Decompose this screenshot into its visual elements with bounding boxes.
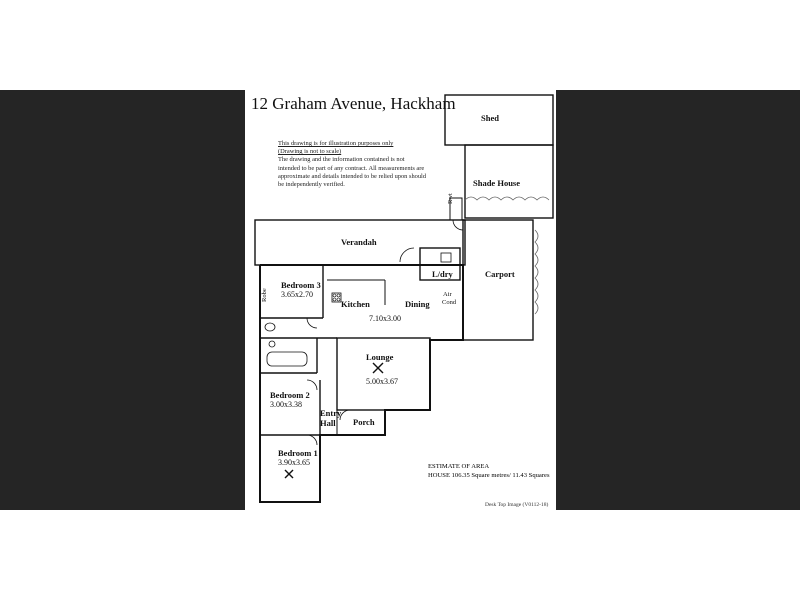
porch-outline [336, 409, 386, 436]
room-label-bedroom2: Bedroom 2 [270, 390, 310, 400]
room-label-hall: Hall [320, 418, 336, 428]
bathtub [266, 351, 308, 367]
room-label-dining: Dining [405, 299, 430, 309]
garden-shrubs [464, 196, 550, 201]
disclaimer-line2: (Drawing is not to scale) [278, 148, 342, 156]
door-swing-laundry [399, 247, 415, 263]
label-aircond-2: Cond [442, 299, 457, 306]
label-aircond-1: Air [443, 291, 452, 298]
left-letterbox [0, 90, 245, 510]
lounge-outline [336, 337, 431, 411]
image-credit: Desk Top Image (V0112-18) [485, 502, 549, 508]
hotplate [332, 297, 337, 302]
basin [268, 340, 276, 348]
room-label-laundry: L/dry [432, 269, 453, 279]
room-dim-bedroom1: 3.90x3.65 [278, 458, 310, 467]
room-label-shade-house: Shade House [473, 178, 520, 188]
room-label-shed: Shed [481, 113, 499, 123]
room-label-bedroom1: Bedroom 1 [278, 448, 318, 458]
estimate-heading: ESTIMATE OF AREA [428, 463, 490, 470]
shed-outline [444, 94, 554, 146]
label-robe: Robe [261, 288, 268, 302]
room-label-kitchen: Kitchen [341, 299, 370, 309]
disclaimer-line1: This drawing is for illustration purpose… [278, 140, 394, 147]
room-dim-dining: 7.10x3.00 [369, 314, 401, 323]
ceiling-fan-icon [372, 362, 384, 374]
room-label-entry: Entry [320, 408, 342, 418]
room-label-lounge: Lounge [366, 352, 394, 362]
area-estimate: ESTIMATE OF AREA HOUSE 106.35 Square met… [428, 463, 550, 480]
room-dim-bedroom2: 3.00x3.38 [270, 400, 302, 409]
right-letterbox [556, 90, 800, 510]
floor-plan-drawing [254, 94, 554, 503]
room-label-carport: Carport [485, 269, 515, 279]
hotplate [332, 293, 337, 298]
plan-title: 12 Graham Avenue, Hackham [251, 94, 456, 113]
laundry-outline [419, 247, 461, 281]
hotplate [336, 297, 341, 302]
estimate-house: HOUSE 106.35 Square metres/ 11.43 Square… [428, 471, 550, 479]
shade-house-outline [464, 144, 554, 219]
top-margin [0, 0, 800, 90]
room-label-porch: Porch [353, 417, 375, 427]
disclaimer-body: The drawing and the information containe… [278, 156, 427, 189]
room-label-bedroom3: Bedroom 3 [281, 280, 321, 290]
room-dim-bedroom3: 3.65x2.70 [281, 290, 313, 299]
floor-plan: 12 Graham Avenue, Hackham This drawing i… [245, 90, 556, 510]
bottom-margin [0, 510, 800, 600]
toilet [264, 322, 276, 332]
door-swing-bed1 [306, 434, 318, 446]
door-swing-entry [339, 409, 351, 421]
cooktop [331, 292, 342, 303]
laundry-tub [440, 252, 452, 263]
door-swing-carport [452, 219, 464, 231]
garden-shrubs [534, 229, 539, 315]
room-label-verandah: Verandah [341, 237, 377, 247]
disclaimer: This drawing is for illustration purpose… [278, 140, 428, 189]
door-swing-bed2 [306, 379, 318, 391]
room-dim-lounge: 5.00x3.67 [366, 377, 398, 386]
label-rwt: Rwt [447, 193, 454, 204]
hotplate [336, 293, 341, 298]
carport-outline [462, 219, 534, 341]
ceiling-fan-icon [284, 469, 294, 479]
door-swing-bed3 [306, 317, 318, 329]
